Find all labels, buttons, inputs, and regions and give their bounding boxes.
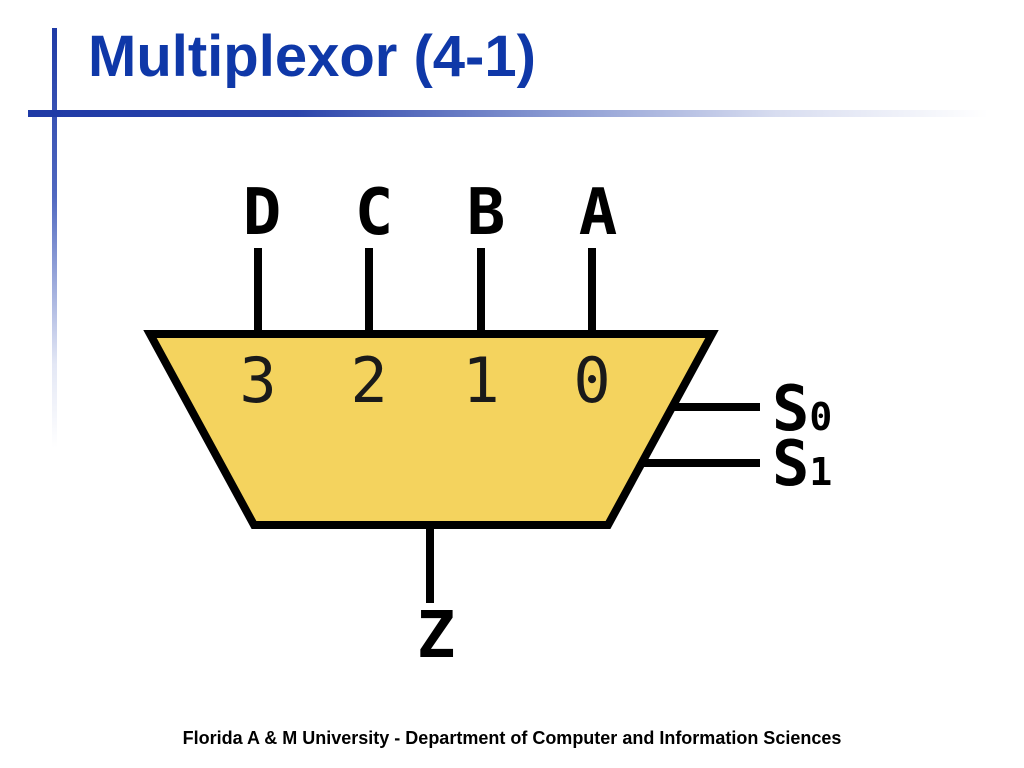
input-index-1: 1 — [462, 344, 499, 417]
mux-body — [143, 330, 719, 529]
input-index-2: 2 — [350, 344, 387, 417]
output-label-z: Z — [417, 599, 456, 673]
accent-horizontal-bar — [28, 110, 988, 117]
input-label-d: D — [243, 176, 282, 250]
slide-footer: Florida A & M University - Department of… — [182, 728, 842, 748]
accent-vertical-bar — [52, 28, 57, 448]
slide-title: Multiplexor (4-1) — [88, 24, 536, 89]
input-index-3: 3 — [239, 344, 276, 417]
select-s1-subscript: 1 — [809, 450, 832, 494]
input-index-0: 0 — [573, 344, 610, 417]
select-label-s0: S0 — [772, 372, 832, 445]
select-s0-letter: S — [772, 372, 809, 445]
input-label-a: A — [579, 176, 618, 250]
select-label-s1: S1 — [772, 427, 832, 500]
input-label-b: B — [467, 176, 506, 250]
select-s1-letter: S — [772, 427, 809, 500]
select-s0-subscript: 0 — [809, 395, 832, 439]
input-label-c: C — [355, 176, 394, 250]
